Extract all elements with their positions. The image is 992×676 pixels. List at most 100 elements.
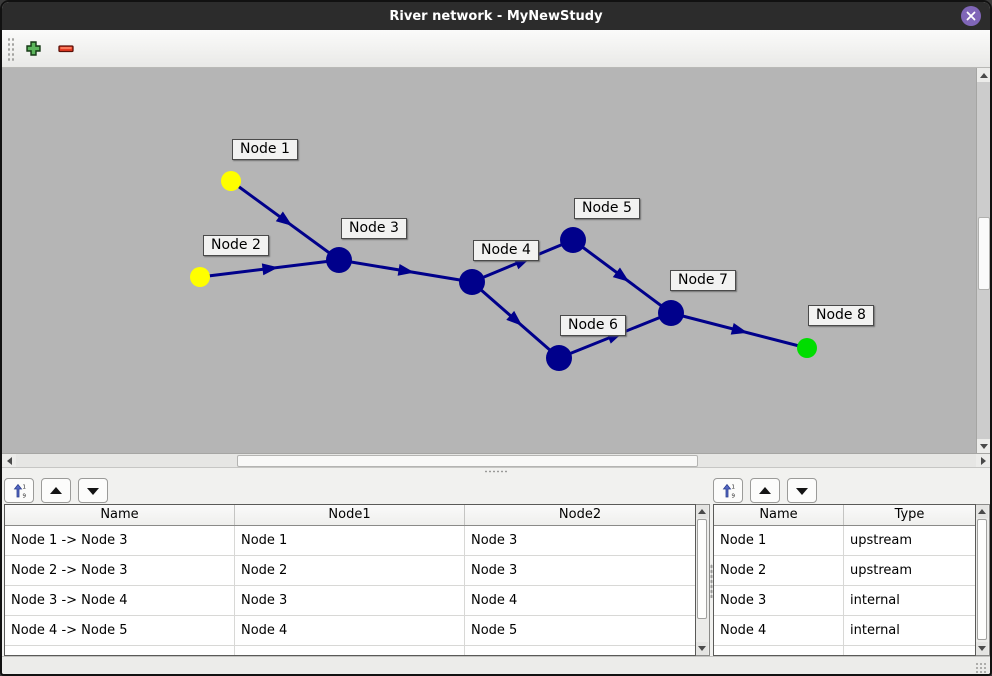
column-header[interactable]: Node2 <box>558 507 602 522</box>
nodes-scroll-up-button[interactable] <box>976 505 988 518</box>
edges-scroll-thumb[interactable] <box>697 519 707 619</box>
node-label[interactable]: Node 4 <box>473 240 539 261</box>
network-node[interactable] <box>560 227 586 253</box>
scroll-up-button[interactable] <box>977 68 990 82</box>
table-cell: Node 4 -> Node 5 <box>5 616 235 645</box>
remove-button[interactable] <box>54 37 78 61</box>
network-node[interactable] <box>546 345 572 371</box>
table-cell: Node 1 <box>235 526 465 555</box>
table-cell: Node 3 <box>235 586 465 615</box>
sort-button[interactable]: 1 9 <box>4 478 34 503</box>
table-header-row: Name Type <box>714 505 975 526</box>
node-label[interactable]: Node 5 <box>574 198 640 219</box>
table-cell: Node 5 <box>471 623 518 638</box>
move-down-button[interactable] <box>78 478 108 503</box>
sort-button[interactable]: 1 9 <box>713 478 743 503</box>
network-node[interactable] <box>658 300 684 326</box>
node-label[interactable]: Node 6 <box>560 315 626 336</box>
scroll-left-icon <box>6 456 12 465</box>
scroll-down-button[interactable] <box>977 439 990 453</box>
table-cell <box>714 646 844 655</box>
network-node[interactable] <box>459 269 485 295</box>
move-down-icon <box>796 487 808 495</box>
column-header[interactable]: Type <box>894 507 925 522</box>
network-node[interactable] <box>190 267 210 287</box>
add-button[interactable] <box>21 37 45 61</box>
nodes-table-scrollbar[interactable] <box>976 504 990 656</box>
splitter-grip-icon <box>710 563 713 598</box>
table-row[interactable]: Node 3 internal <box>714 586 975 616</box>
network-canvas[interactable]: Node 1 Node 2 Node 3 Node 4 Node 5 Node 6 Node… <box>2 68 976 453</box>
edge-arrow-icon <box>275 211 293 226</box>
table-filler-row <box>5 646 695 655</box>
edge-arrow-icon <box>506 310 523 326</box>
node-label[interactable]: Node 8 <box>808 305 874 326</box>
resize-grip[interactable] <box>975 662 987 674</box>
move-down-button[interactable] <box>787 478 817 503</box>
scroll-right-button[interactable] <box>976 454 990 467</box>
close-button[interactable] <box>961 6 981 26</box>
scroll-down-icon <box>698 646 706 651</box>
add-icon <box>25 41 41 56</box>
status-bar <box>2 656 990 674</box>
column-header[interactable]: Name <box>5 505 235 525</box>
horizontal-splitter[interactable] <box>2 468 990 475</box>
nodes-scroll-thumb[interactable] <box>977 519 987 640</box>
main-toolbar <box>2 30 990 68</box>
move-up-icon <box>759 486 771 494</box>
node-label[interactable]: Node 1 <box>232 139 298 160</box>
edges-scroll-up-button[interactable] <box>696 505 708 518</box>
vertical-scroll-thumb[interactable] <box>978 217 990 290</box>
vertical-splitter[interactable] <box>710 475 713 656</box>
table-cell: Node 3 <box>714 586 844 615</box>
node-label[interactable]: Node 3 <box>341 218 407 239</box>
move-up-button[interactable] <box>750 478 780 503</box>
table-cell: internal <box>850 593 900 608</box>
edges-scroll-down-button[interactable] <box>696 642 708 655</box>
move-up-button[interactable] <box>41 478 71 503</box>
table-cell: upstream <box>850 533 913 548</box>
close-icon <box>966 11 976 21</box>
nodes-scroll-down-button[interactable] <box>976 642 988 655</box>
scroll-down-icon <box>979 443 988 449</box>
table-cell <box>844 646 975 655</box>
network-node[interactable] <box>326 247 352 273</box>
edge-arrow-icon <box>612 267 630 282</box>
scroll-left-button[interactable] <box>2 454 16 467</box>
table-row[interactable]: Node 1 upstream <box>714 526 975 556</box>
toolbar-drag-handle[interactable] <box>6 35 15 62</box>
column-header[interactable]: Name <box>714 505 844 525</box>
network-node[interactable] <box>797 338 817 358</box>
svg-text:9: 9 <box>732 493 736 499</box>
node-label[interactable]: Node 2 <box>203 235 269 256</box>
scroll-right-icon <box>980 456 986 465</box>
table-cell: Node 2 <box>235 556 465 585</box>
table-cell: Node 4 <box>471 593 518 608</box>
window-title: River network - MyNewStudy <box>389 8 603 24</box>
canvas-horizontal-scrollbar[interactable] <box>2 453 990 468</box>
sort-icon: 1 9 <box>13 483 27 499</box>
edges-table-scrollbar[interactable] <box>696 504 710 656</box>
edge-arrow-icon <box>397 263 415 276</box>
node-label[interactable]: Node 7 <box>670 270 736 291</box>
network-node[interactable] <box>221 171 241 191</box>
table-cell: Node 4 <box>714 616 844 645</box>
horizontal-scroll-thumb[interactable] <box>237 455 698 467</box>
column-header[interactable]: Node1 <box>235 505 465 525</box>
table-filler-row <box>714 646 975 655</box>
scroll-up-icon <box>979 72 988 78</box>
titlebar[interactable]: River network - MyNewStudy <box>2 2 990 30</box>
canvas-vertical-scrollbar[interactable] <box>976 68 990 453</box>
remove-icon <box>58 45 74 53</box>
table-cell: Node 1 <box>714 526 844 555</box>
table-cell <box>465 646 695 655</box>
